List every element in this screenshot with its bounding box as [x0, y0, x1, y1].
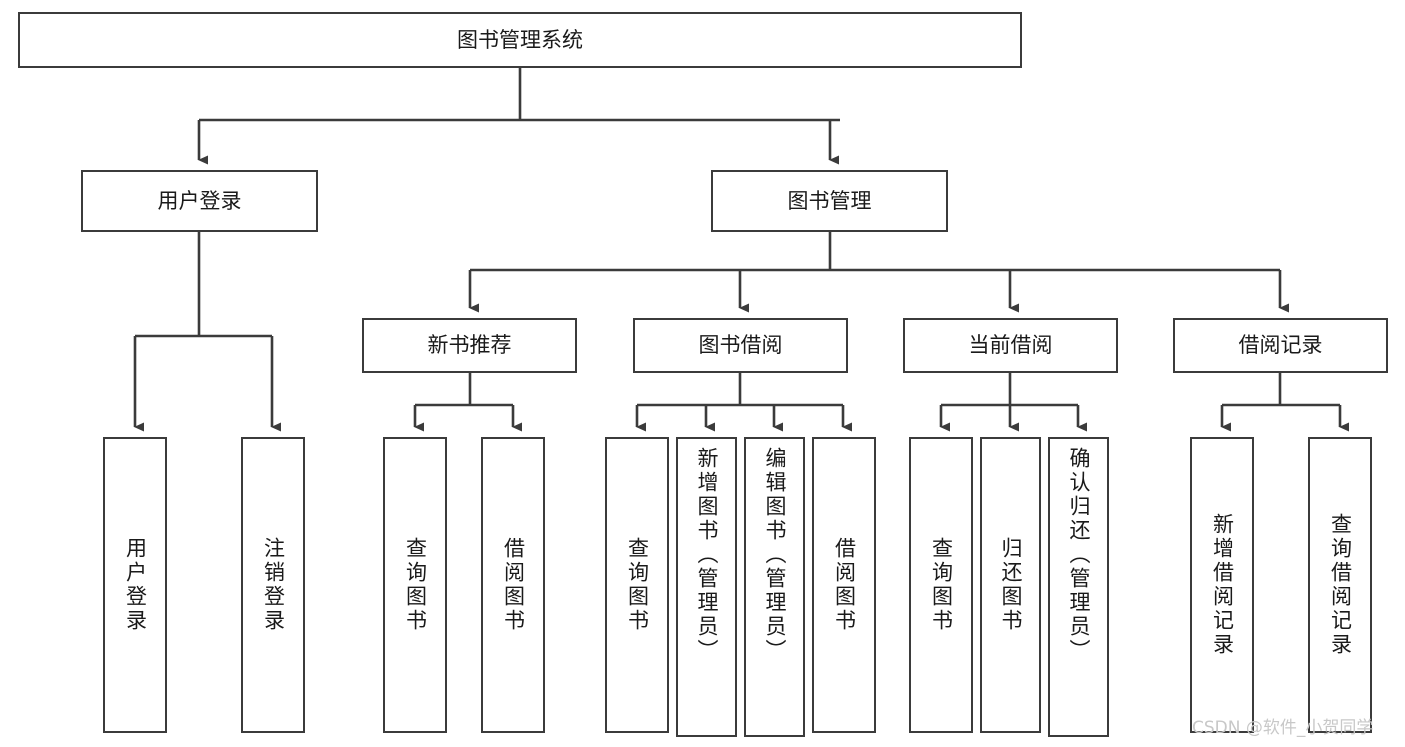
node-new-book-recommend[interactable]: 新书推荐 [362, 318, 577, 373]
leaf-borrow-edit-book-admin[interactable]: 编辑图书（管理员） [744, 437, 805, 737]
node-label: 查询图书 [625, 537, 650, 633]
node-label: 新增借阅记录 [1210, 513, 1235, 657]
node-label: 图书管理 [787, 188, 872, 213]
node-label: 注销登录 [261, 537, 286, 633]
node-label: 借阅记录 [1238, 333, 1323, 358]
leaf-record-query-borrow-record[interactable]: 查询借阅记录 [1308, 437, 1372, 733]
node-label: 当前借阅 [968, 333, 1053, 358]
node-user-login[interactable]: 用户登录 [81, 170, 318, 232]
node-label: 新增图书（管理员） [695, 447, 719, 663]
node-root-system[interactable]: 图书管理系统 [18, 12, 1022, 68]
leaf-user-login[interactable]: 用户登录 [103, 437, 167, 733]
node-book-management[interactable]: 图书管理 [711, 170, 948, 232]
leaf-borrow-borrow-book[interactable]: 借阅图书 [812, 437, 876, 733]
node-label: 归还图书 [999, 537, 1023, 633]
leaf-user-logout[interactable]: 注销登录 [241, 437, 305, 733]
node-label: 新书推荐 [427, 333, 512, 358]
leaf-borrow-query-book[interactable]: 查询图书 [605, 437, 669, 733]
leaf-record-add-borrow-record[interactable]: 新增借阅记录 [1190, 437, 1254, 733]
node-label: 查询借阅记录 [1328, 513, 1353, 657]
node-label: 用户登录 [157, 188, 242, 213]
node-book-borrow[interactable]: 图书借阅 [633, 318, 848, 373]
node-borrow-record[interactable]: 借阅记录 [1173, 318, 1388, 373]
leaf-current-return-book[interactable]: 归还图书 [980, 437, 1041, 733]
node-label: 图书借阅 [698, 333, 783, 358]
node-label: 图书管理系统 [457, 27, 583, 52]
node-label: 用户登录 [123, 537, 148, 633]
node-label: 借阅图书 [832, 537, 857, 633]
leaf-current-confirm-return-admin[interactable]: 确认归还（管理员） [1048, 437, 1109, 737]
leaf-recommend-borrow-book[interactable]: 借阅图书 [481, 437, 545, 733]
leaf-borrow-add-book-admin[interactable]: 新增图书（管理员） [676, 437, 737, 737]
leaf-recommend-query-book[interactable]: 查询图书 [383, 437, 447, 733]
node-label: 查询图书 [403, 537, 428, 633]
node-label: 查询图书 [929, 537, 954, 633]
node-label: 借阅图书 [501, 537, 526, 633]
node-label: 编辑图书（管理员） [763, 447, 787, 663]
leaf-current-query-book[interactable]: 查询图书 [909, 437, 973, 733]
csdn-watermark: CSDN @软件_小贺同学 [1192, 718, 1374, 738]
node-current-borrow[interactable]: 当前借阅 [903, 318, 1118, 373]
node-label: 确认归还（管理员） [1067, 447, 1091, 663]
